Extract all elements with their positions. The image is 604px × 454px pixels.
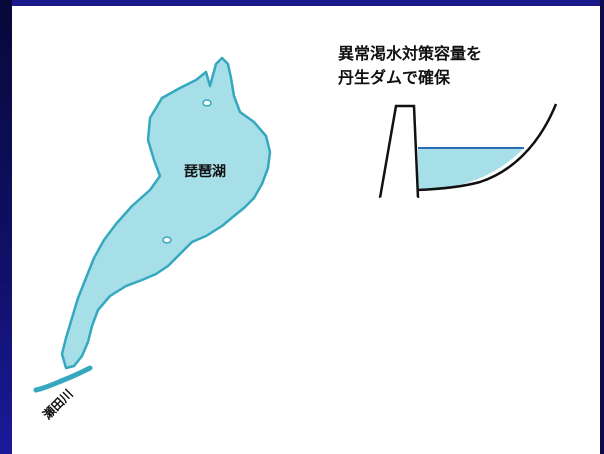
island-north <box>202 99 212 107</box>
island-south <box>162 236 172 244</box>
river-label: 瀬田川 <box>39 386 76 423</box>
seta-river <box>33 365 93 393</box>
valley-slope <box>417 103 558 192</box>
slide-right-border <box>600 0 604 454</box>
slide-top-border <box>0 0 604 6</box>
lake-label: 琵琶湖 <box>184 164 226 180</box>
dam-caption-line1: 異常渇水対策容量を <box>338 44 483 63</box>
lake-biwa-shape <box>60 56 272 370</box>
dam-caption-line2: 丹生ダムで確保 <box>338 68 451 87</box>
dam-cross-section <box>378 103 558 199</box>
slide-left-border <box>0 0 12 454</box>
dam-caption: 異常渇水対策容量を 丹生ダムで確保 <box>338 42 578 90</box>
dam-body <box>378 104 420 199</box>
reservoir-water <box>418 148 524 190</box>
